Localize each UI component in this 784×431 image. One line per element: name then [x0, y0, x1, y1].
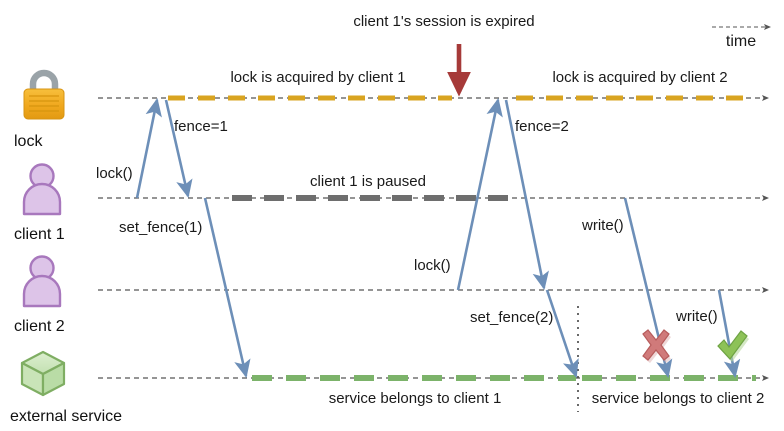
- actor-label-service: external service: [10, 408, 122, 425]
- arrow-lock-call-1: [135, 97, 162, 199]
- band-label-lock-client2: lock is acquired by client 2: [552, 69, 727, 86]
- arrow-fence-1: [164, 99, 193, 199]
- arrow-lock-call-2: [456, 97, 503, 291]
- band-label-client1-paused: client 1 is paused: [310, 173, 426, 190]
- cube-icon: [20, 350, 66, 397]
- actor-label-lock: lock: [14, 133, 43, 150]
- annotation-session-expired: client 1's session is expired: [353, 13, 534, 30]
- padlock-icon: [23, 69, 65, 120]
- message-label-lock-call-1: lock(): [96, 165, 133, 182]
- time-legend-label: time: [726, 33, 756, 50]
- arrow-set-fence-1: [203, 197, 251, 379]
- message-label-write-client2: write(): [675, 308, 718, 325]
- actor-label-client1: client 1: [14, 226, 65, 243]
- band-label-lock-client1: lock is acquired by client 1: [230, 69, 405, 86]
- message-label-fence-2: fence=2: [515, 118, 569, 135]
- actor-label-client2: client 2: [14, 318, 65, 335]
- band-label-service-client1: service belongs to client 1: [329, 390, 502, 407]
- message-label-set-fence-2: set_fence(2): [470, 309, 553, 326]
- message-label-fence-1: fence=1: [174, 118, 228, 135]
- message-label-lock-call-2: lock(): [414, 257, 451, 274]
- person-icon-client2: [22, 255, 62, 308]
- arrow-fence-2: [504, 99, 549, 291]
- write-rejected-marker: [642, 329, 671, 363]
- message-label-set-fence-1: set_fence(1): [119, 219, 202, 236]
- arrow-set-fence-2: [545, 289, 579, 378]
- person-icon-client1: [22, 163, 62, 216]
- band-label-service-client2: service belongs to client 2: [592, 390, 765, 407]
- write-accepted-marker: [717, 330, 749, 362]
- message-label-write-client1: write(): [581, 217, 624, 234]
- arrow-write-client2: [717, 289, 741, 379]
